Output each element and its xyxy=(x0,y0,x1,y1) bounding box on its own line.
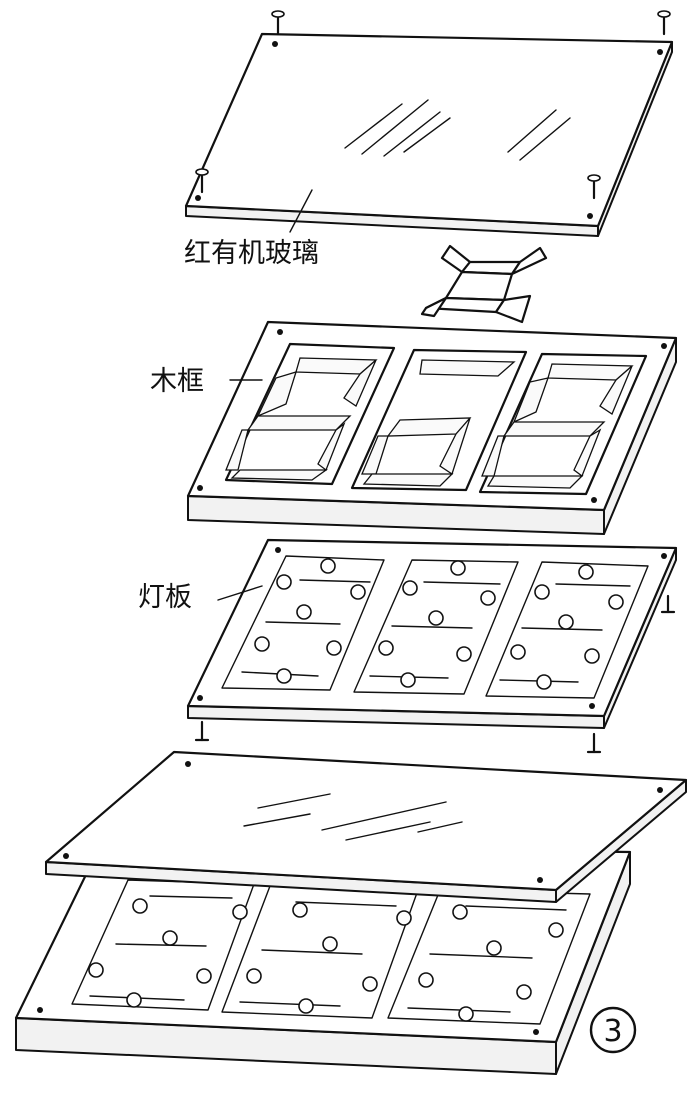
screw-icon xyxy=(660,594,676,614)
frame-label: 木框 xyxy=(150,366,204,397)
screw-icon xyxy=(657,10,671,36)
figure-number-badge: 3 xyxy=(589,1006,637,1054)
lamp-board xyxy=(186,538,678,729)
lamp-board-leader-line xyxy=(217,585,263,601)
lamp-board-label: 灯板 xyxy=(138,582,192,613)
screw-icon xyxy=(271,10,285,36)
acrylic-sheet-bottom xyxy=(44,750,688,903)
acrylic-sheet-top xyxy=(184,32,674,237)
screw-icon xyxy=(587,174,601,200)
bulb-icon xyxy=(88,898,564,1022)
screw-icon xyxy=(586,732,602,754)
figure-number: 3 xyxy=(603,1014,622,1049)
acrylic-label: 红有机玻璃 xyxy=(184,238,319,269)
screw-icon xyxy=(194,720,210,742)
screw-icon xyxy=(195,168,209,194)
acrylic-leader-line xyxy=(289,189,313,233)
segment-piece xyxy=(420,244,548,324)
wooden-frame xyxy=(186,320,678,535)
bulb-icon xyxy=(254,558,624,690)
